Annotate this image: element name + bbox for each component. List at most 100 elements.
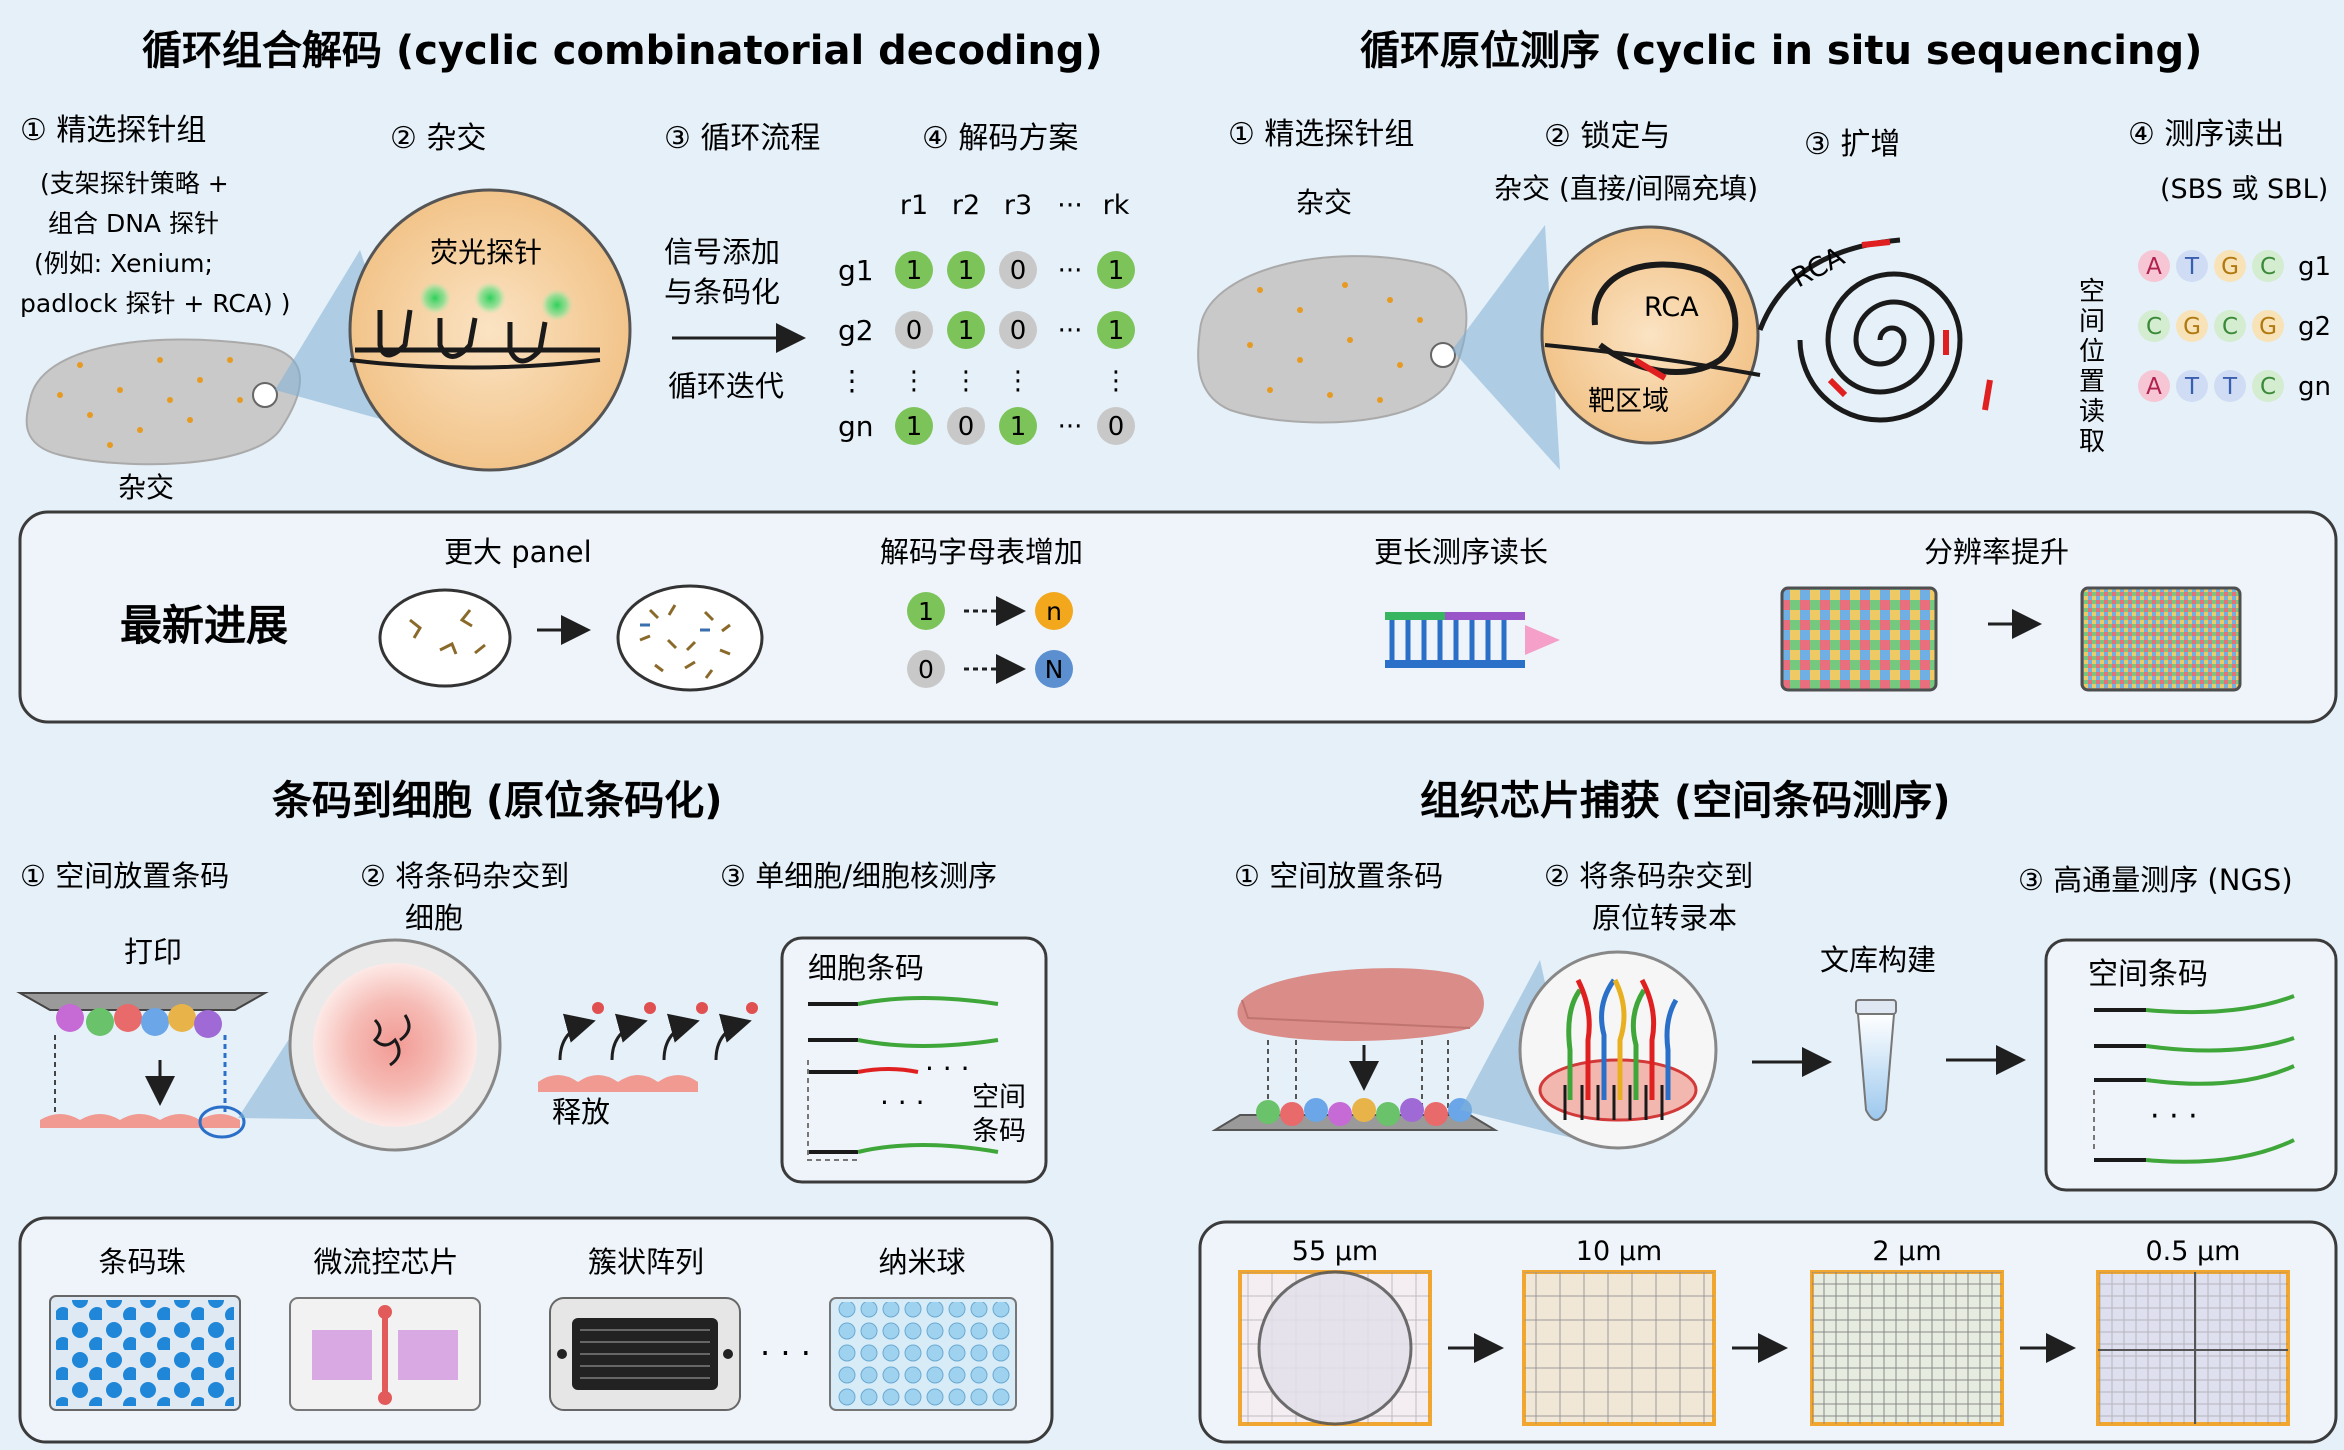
base-letter: C [2222, 314, 2238, 340]
alphabet-to [1035, 592, 1073, 630]
fluor-dot [419, 282, 451, 314]
matrix-bit-value: 0 [1010, 256, 1027, 286]
resolution-label: 0.5 μm [2145, 1236, 2240, 1267]
tube-icon [1855, 999, 1897, 1121]
base-circle [2214, 310, 2246, 342]
barcode-cell-step-1: ① 空间放置条码 [20, 859, 229, 893]
barcoded-cell-bubble [288, 938, 502, 1152]
matrix-bit-value: ⋮ [1103, 366, 1129, 396]
microfluidic-chip-icon [289, 1297, 481, 1411]
matrix-col-header: ··· [1057, 190, 1083, 221]
strategy-line-2: 组合 DNA 探针 [48, 209, 219, 238]
platform-label: 条码珠 [98, 1245, 185, 1279]
base-letter: G [2183, 314, 2201, 340]
base-letter: T [2184, 374, 2200, 400]
cyclic-sequencing-section: 循环原位测序 (cyclic in situ sequencing) ① 精选探… [1197, 28, 2331, 470]
padlock-bubble: RCA 靶区域 [1540, 225, 1761, 445]
read-gene-label: g2 [2298, 312, 2331, 342]
barcode-cell-step-2a: ② 将条码杂交到 [360, 859, 569, 893]
base-circle [2138, 310, 2170, 342]
platform-labels: 条码珠微流控芯片簇状阵列纳米球 [98, 1245, 965, 1279]
matrix-bit-value: ⋮ [1005, 366, 1031, 396]
cyclic-decoding-section: 循环组合解码 (cyclic combinatorial decoding) ①… [20, 28, 1135, 504]
tissue-step-2b: 原位转录本 [1592, 901, 1737, 935]
transcript-capture-bubble [1518, 950, 1718, 1150]
alphabet-to-value: N [1045, 655, 1064, 684]
small-panel-cell [378, 588, 512, 688]
matrix-bit [947, 407, 985, 445]
cluster-array-icon [549, 1297, 741, 1411]
sequencing-hybrid-label: 杂交 [1296, 186, 1352, 219]
rca-inner-label: RCA [1644, 292, 1699, 323]
barcode-cell-step-3: ③ 单细胞/细胞核测序 [720, 859, 997, 893]
base-letter: C [2260, 374, 2276, 400]
matrix-bit-value: 1 [958, 316, 975, 346]
barcode-cell-title: 条码到细胞 (原位条码化) [272, 778, 723, 824]
tissue-step-3: ③ 高通量测序 (NGS) [2018, 863, 2293, 897]
matrix-bit-value: 1 [1108, 316, 1125, 346]
matrix-bit-value: 0 [1010, 316, 1027, 346]
matrix-bit [895, 407, 933, 445]
platform-label: 纳米球 [878, 1245, 965, 1279]
base-letter: C [2146, 314, 2162, 340]
resolution-55um [1238, 1270, 1432, 1426]
read-gene-label: gn [2298, 372, 2331, 402]
decoding-step-1: ① 精选探针组 [20, 113, 206, 148]
cell-barcode-label: 细胞条码 [808, 951, 924, 985]
matrix-bit [895, 251, 933, 289]
high-res-grid [2080, 586, 2242, 692]
matrix-bit [1097, 407, 1135, 445]
longer-reads-label: 更长测序读长 [1374, 535, 1548, 569]
alphabet-to [1035, 650, 1073, 688]
tissue-slide [1211, 968, 1499, 1131]
matrix-col-header: r3 [1004, 190, 1032, 221]
cell-barcode-dots: · · · [880, 1086, 925, 1119]
sequencing-step-1: ① 精选探针组 [1228, 117, 1414, 152]
alphabet-from-value: 0 [918, 655, 934, 684]
resolution-label: 10 μm [1576, 1236, 1662, 1267]
matrix-bit [999, 251, 1037, 289]
print-label: 打印 [124, 935, 182, 969]
resolution-10um [1522, 1270, 1716, 1426]
rca-spiral-label: RCA [1787, 241, 1850, 294]
spatial-barcode-label: 空间条码 [2088, 957, 2208, 992]
base-letter: C [2260, 254, 2276, 280]
matrix-bit [947, 251, 985, 289]
matrix-bit-value: 0 [906, 316, 923, 346]
base-circle [2214, 250, 2246, 282]
barcode-cell-step-2b: 细胞 [405, 901, 463, 935]
library-construction-label: 文库构建 [1820, 943, 1936, 977]
matrix-row-label: g1 [838, 254, 874, 287]
base-letter: A [2146, 254, 2162, 280]
vertical-label-char: 置 [2079, 367, 2105, 397]
cell-barcode-dots-top: · · · [925, 1052, 970, 1085]
matrix-col-header: r2 [952, 190, 980, 221]
strategy-line-4: padlock 探针 + RCA) ) [20, 289, 290, 318]
vertical-label-char: 位 [2079, 337, 2105, 367]
spatial-barcode-box: 空间条码 · · · [2044, 938, 2338, 1192]
probe-zoom-bubble: 荧光探针 [348, 188, 632, 472]
matrix-row-label: ⋮ [838, 364, 866, 397]
cyclic-decoding-title: 循环组合解码 (cyclic combinatorial decoding) [142, 28, 1103, 74]
vertical-label-char: 间 [2079, 307, 2105, 337]
spatial-barcode-dots: · · · [2150, 1099, 2198, 1134]
barcode-cell-section: 条码到细胞 (原位条码化) ① 空间放置条码 ② 将条码杂交到 细胞 ③ 单细胞… [16, 778, 1054, 1444]
base-circle [2176, 310, 2208, 342]
matrix-bit [999, 407, 1037, 445]
resolution-0-5um [2096, 1270, 2290, 1426]
seq-zoom-cone [1452, 225, 1560, 470]
base-letter: A [2146, 374, 2162, 400]
strategy-line-1: (支架探针策略 + [40, 169, 229, 198]
strategy-line-3: (例如: Xenium; [34, 249, 213, 278]
alphabet-label: 解码字母表增加 [880, 535, 1083, 569]
readout-method: (SBS 或 SBL) [2160, 174, 2328, 205]
tissue-step-1: ① 空间放置条码 [1234, 859, 1443, 893]
flow-text-2: 与条码化 [664, 275, 780, 309]
sequencing-tissue-cell [1197, 255, 1468, 424]
decoding-step-3: ③ 循环流程 [664, 121, 820, 156]
